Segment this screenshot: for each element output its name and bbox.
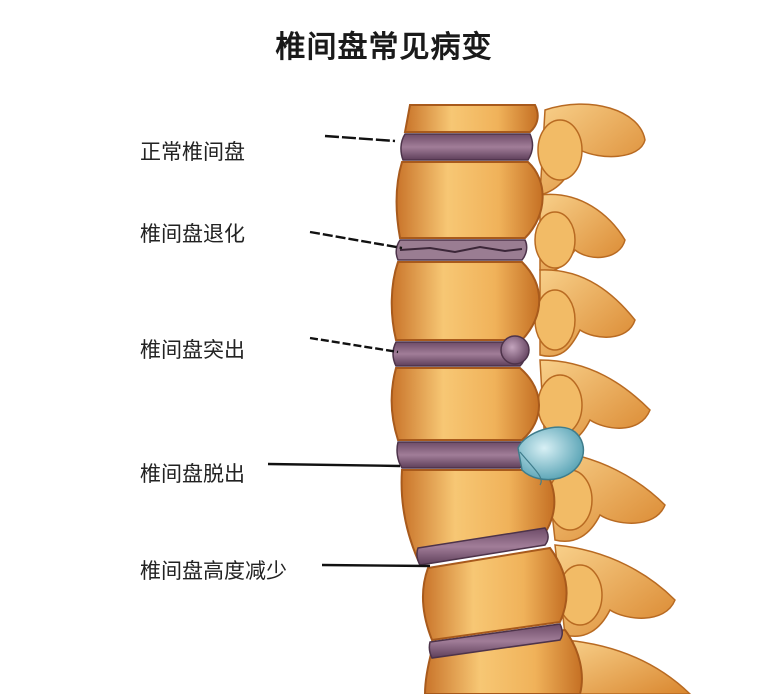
- label-normal-disc: 正常椎间盘: [140, 140, 245, 164]
- label-disc-bulge: 椎间盘突出: [140, 338, 245, 362]
- leader-herniation: [267, 462, 401, 468]
- label-disc-degeneration: 椎间盘退化: [140, 222, 245, 246]
- herniation-blob: [517, 426, 585, 486]
- leader-degeneration: [309, 230, 403, 250]
- label-disc-herniation: 椎间盘脱出: [140, 462, 245, 486]
- facet-joints: [534, 119, 603, 626]
- vertebral-bodies: [390, 104, 583, 694]
- disc-normal: [400, 133, 534, 161]
- disc-herniated: [396, 441, 526, 469]
- page-title: 椎间盘常见病变: [275, 30, 493, 65]
- intervertebral-discs: [392, 133, 563, 659]
- label-disc-height-loss: 椎间盘高度减少: [140, 559, 287, 583]
- leader-normal: [324, 134, 396, 143]
- bulge-nodule: [500, 335, 530, 365]
- leader-height-loss: [321, 563, 431, 568]
- leader-bulge: [309, 336, 399, 354]
- leader-lines: [267, 134, 431, 568]
- disc-thinned: [416, 527, 549, 566]
